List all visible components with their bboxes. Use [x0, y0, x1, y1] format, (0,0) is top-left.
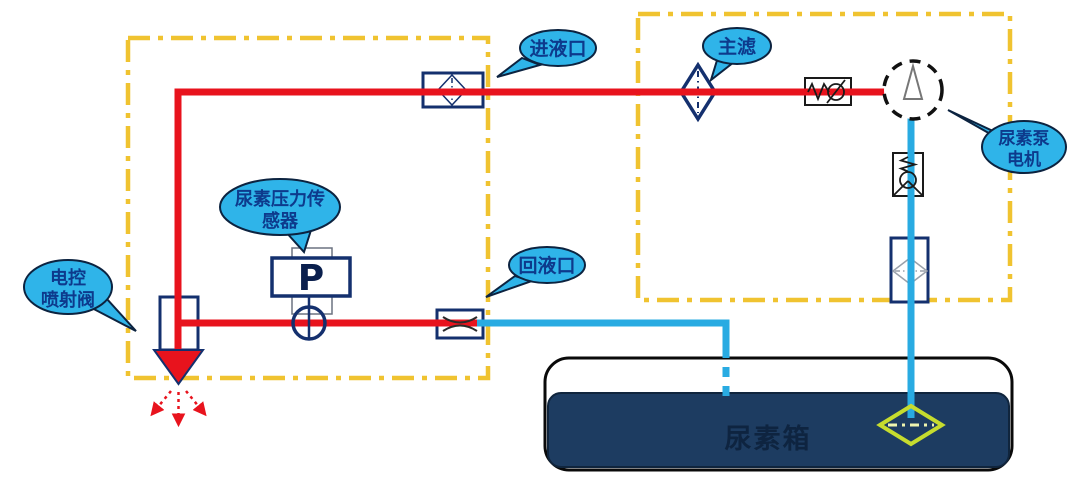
callout-bubble: [702, 27, 772, 65]
suction-check-valve-spring-icon: [898, 156, 919, 173]
callout-label: 主滤: [718, 36, 756, 58]
callout-return-port: 回液口: [485, 246, 586, 298]
suction-check-valve-seat-left: [893, 180, 909, 196]
callout-urea-pressure-sensor: 尿素压力传 感器: [219, 178, 341, 254]
tank-strainer-diamond-icon: [876, 403, 946, 447]
pump-module-enclosure: [635, 11, 1013, 303]
spray-arrow-left-icon: [150, 390, 172, 417]
pressure-sensor-body: [270, 256, 352, 298]
callout-label-line1: 尿素压力传: [235, 188, 325, 210]
suction-check-valve-ball-icon: [899, 171, 917, 189]
callout-label-line2: 电机: [1007, 149, 1041, 170]
urea-tank: 尿素箱: [543, 356, 1014, 472]
check-valve-ball-icon: [827, 83, 845, 101]
restrictor-arc-top-icon: [442, 316, 478, 324]
callout-inlet-port: 进液口: [496, 29, 597, 78]
callout-label-line2: 感器: [262, 210, 299, 232]
tank-label: 尿素箱: [725, 423, 812, 455]
spray-arrow-right-icon: [185, 390, 207, 417]
suction-check-valve-seat-right: [907, 180, 923, 196]
callout-urea-pump-motor: 尿素泵 电机: [947, 109, 1067, 174]
callout-bubble: [981, 120, 1067, 174]
callout-bubble: [23, 259, 113, 315]
restrictor-arc-bottom-icon: [442, 324, 478, 332]
callout-bubble: [508, 246, 586, 284]
pump-rotor-triangle-icon: [902, 62, 924, 100]
injector-module-enclosure: [125, 35, 491, 381]
callout-label-line2: 喷射阀: [41, 289, 95, 311]
injector-nozzle-icon: [152, 349, 205, 386]
callout-label: 进液口: [529, 37, 586, 60]
callout-bubble: [219, 178, 341, 236]
tank-liquid: [547, 392, 1010, 468]
callouts: 进液口 主滤 尿素泵 电机 尿素压力传 感器 电控 喷射阀: [23, 27, 1067, 332]
callout-electronic-injector: 电控 喷射阀: [23, 259, 137, 332]
component-details: P: [150, 59, 946, 447]
check-valve-spring-icon: [807, 81, 830, 102]
pressure-sensor-symbol: P: [298, 258, 324, 299]
callout-label: 回液口: [518, 254, 575, 277]
callout-label-line1: 尿素泵: [999, 129, 1050, 149]
callout-label-line1: 电控: [50, 267, 86, 289]
pressure-supply-line: [174, 88, 885, 352]
return-line-blue-segment: [477, 319, 730, 348]
check-valve-seat-icon: [826, 79, 846, 104]
callout-main-filter: 主滤: [702, 27, 772, 83]
callout-bubble: [519, 29, 597, 67]
fluid-lines: [174, 88, 915, 418]
